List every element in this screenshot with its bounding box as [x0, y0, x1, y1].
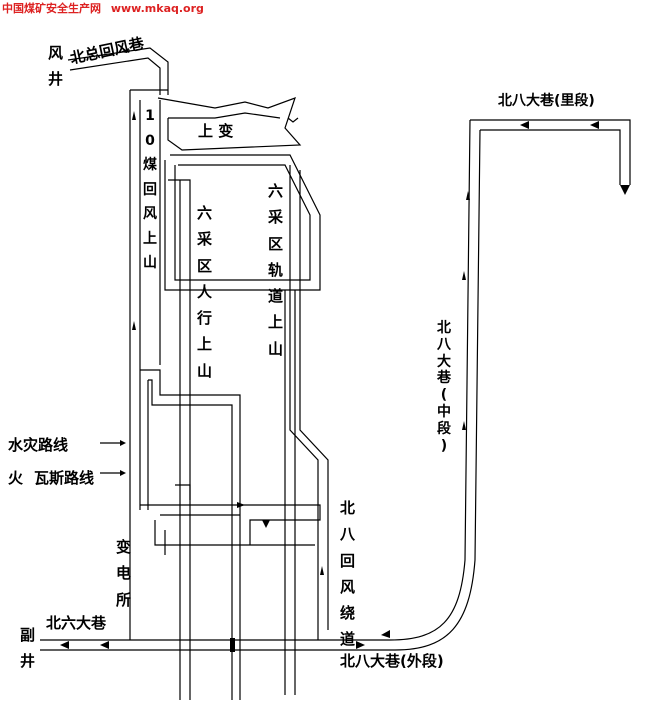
transformer-chamber-top — [157, 97, 302, 151]
label-water-route: 水灾路线 — [8, 436, 69, 454]
six-area-man-uphill — [139, 369, 241, 700]
label-substation: 变电所 — [116, 538, 132, 609]
label-six-area-track-up: 六采区轨道上山 — [268, 182, 284, 358]
north-main-return-airway — [67, 47, 169, 95]
label-gas-route: 瓦斯路线 — [34, 469, 95, 487]
label-north8-return-bypass: 北八回风绕道 — [340, 499, 356, 649]
label-aux-shaft: 副井 — [20, 626, 36, 671]
legend-arrows — [100, 440, 126, 476]
watermark: 中国煤矿安全生产网 www.mkaq.org — [2, 0, 210, 16]
label-fire-prefix: 火 — [8, 469, 24, 487]
label-north8-main-inner: 北八大巷(里段) — [498, 93, 595, 109]
six-area-track-uphill — [284, 165, 329, 695]
label-north8-main-outer: 北八大巷(外段) — [340, 652, 444, 670]
label-transformer-top: 上 变 — [198, 122, 234, 140]
six-area-upper-loop — [164, 154, 321, 700]
north8-return-bypass — [317, 540, 329, 640]
label-north8-main-mid: 北八大巷 ( 中段 ) — [437, 320, 451, 454]
substation-block — [140, 484, 321, 555]
seam10-return-uphill — [129, 89, 168, 640]
label-six-area-man-up: 六采区人行上山 — [197, 204, 213, 380]
label-seam10-return-up: 10煤回风上山 — [143, 108, 157, 271]
label-vent-shaft: 风井 — [48, 44, 64, 89]
north6-north8-main-haulage — [40, 119, 631, 652]
watermark-url: www.mkaq.org — [110, 2, 204, 15]
label-north6-main: 北六大巷 — [46, 614, 107, 632]
watermark-cn: 中国煤矿安全生产网 — [2, 2, 101, 15]
